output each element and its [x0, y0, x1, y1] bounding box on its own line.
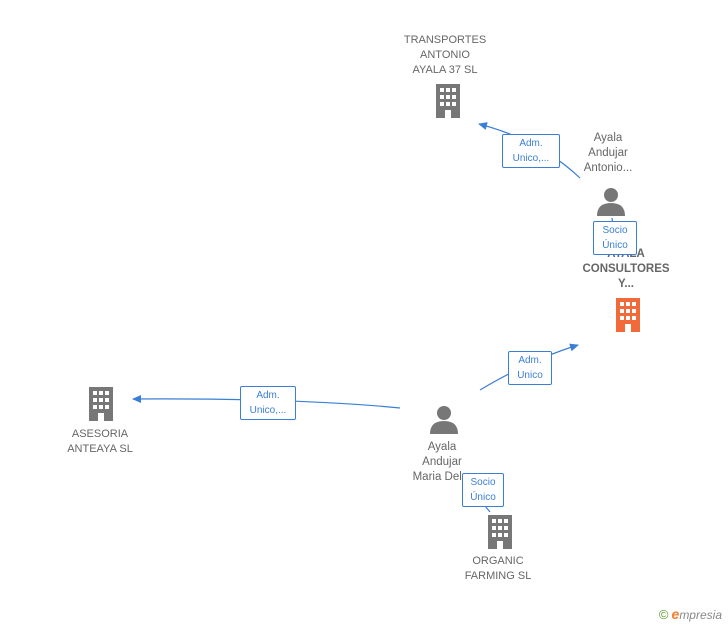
person-icon[interactable]: [429, 404, 459, 439]
node-label-asesoria: ASESORIA ANTEAYA SL: [67, 428, 133, 455]
building-icon[interactable]: [432, 84, 464, 123]
brand-logo-letter: e: [671, 606, 680, 622]
copyright-icon: ©: [658, 607, 669, 622]
building-icon[interactable]: [484, 515, 516, 554]
edge-tag-antonio-consultores[interactable]: Socio Único: [593, 221, 637, 255]
brand-watermark: ©empresia: [659, 606, 722, 622]
edge-tag-maria-asesoria[interactable]: Adm. Unico,...: [240, 386, 296, 420]
building-icon[interactable]: [85, 387, 117, 426]
person-icon[interactable]: [596, 186, 626, 221]
node-label-organic: ORGANIC FARMING SL: [464, 555, 532, 582]
edge-tag-maria-consultores[interactable]: Adm. Unico: [508, 351, 552, 385]
edge-tag-maria-organic[interactable]: Socio Único: [462, 473, 504, 507]
node-label-ayala-antonio: Ayala Andujar Antonio...: [583, 132, 633, 174]
brand-logo-text: mpresia: [679, 608, 722, 622]
edge-tag-antonio-transportes[interactable]: Adm. Unico,...: [502, 134, 560, 168]
building-icon[interactable]: [612, 298, 644, 337]
node-label-transportes: TRANSPORTES ANTONIO AYALA 37 SL: [403, 34, 487, 76]
node-label-ayala-maria: Ayala Andujar Maria Del...: [412, 441, 472, 483]
